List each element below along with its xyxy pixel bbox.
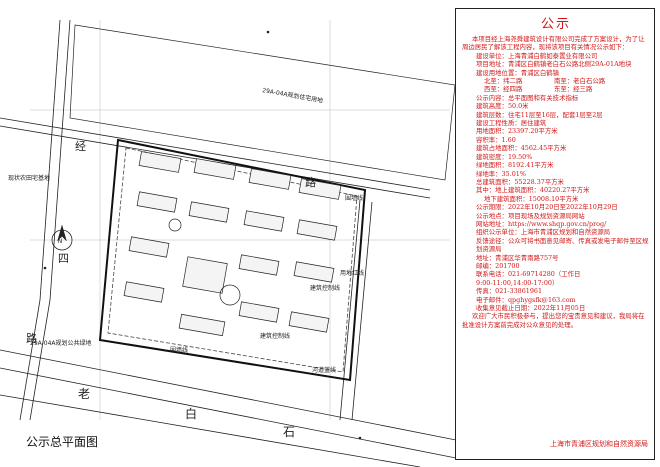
site-plan-drawing: 29A-04A规划住宅用地 现状农田宅基地 29A-04A规划公共绿地 路 经 …	[0, 19, 456, 467]
label-red-line: 用地红线	[340, 269, 364, 277]
content-line: 9:00-11:00,14:00-17:00）	[476, 278, 559, 287]
content-line: 公示地点：项目现场及规划资源局网站	[476, 211, 585, 220]
label-plot-north: 29A-04A规划住宅用地	[262, 86, 324, 105]
notice-footer: 上海市青浦区规划和自然资源局	[550, 440, 648, 448]
bound-south: 南至：老白石公路	[554, 77, 606, 86]
content-line: 反馈途径：公众可将书面意见邮寄、传真或发电子邮件至区规划资源局	[476, 236, 649, 254]
content-line: 绿地率：35.01%	[476, 169, 526, 178]
content-line: 总建筑面积：55228.37平方米	[476, 177, 565, 186]
label-plot-west: 现状农田宅基地	[8, 174, 50, 182]
notice-line: 建设单位：上海青浦白鹤如泰置业有限公司	[476, 51, 598, 60]
notice-intro: 本项目经上海尧舜建筑设计有限公司完成了方案设计，为了让周边居民了解该工程内容，现…	[462, 35, 645, 52]
label-fence-line-ne: 围墙线	[345, 194, 363, 202]
site-plan-svg: 29A-04A规划住宅用地 现状农田宅基地 29A-04A规划公共绿地 路 经 …	[0, 19, 456, 467]
content-line: 电子邮件：qpghygsfk@163.com	[476, 295, 576, 304]
bound-north: 北至：纬二路	[484, 77, 523, 86]
label-road-shi: 石	[283, 425, 295, 439]
content-line: 地下建筑面积：15008.10平方米	[484, 194, 579, 203]
content-line: 容积率：1.60	[476, 135, 516, 144]
content-line: 公示内容：总平面图和有关技术指标	[476, 93, 579, 102]
label-road-lu-north: 路	[305, 176, 316, 189]
content-line: 建筑密度：19.50%	[476, 152, 533, 161]
label-road-lao: 老	[78, 387, 90, 401]
plan-caption: 公示总平面图	[26, 435, 99, 449]
bound-east: 东至：经三路	[554, 85, 593, 94]
content-line: 建筑占地面积：4562.45平方米	[476, 144, 567, 153]
content-line: 地址：青浦区华青南路757号	[476, 253, 559, 262]
notice-closing: 欢迎广大市民积极参与，提出您的宝贵意见和建议，我局将在批准设计方案前完成对公众意…	[462, 312, 645, 329]
content-line: 建筑高度：50.0米	[476, 102, 529, 111]
label-road-jing: 经	[75, 140, 86, 153]
bound-west: 西至：经四路	[484, 85, 523, 94]
label-river-line: 河道蓝线	[312, 366, 336, 374]
content-line: 绿地面积：8192.41平方米	[476, 161, 554, 170]
notice-panel: 公示 本项目经上海尧舜建筑设计有限公司完成了方案设计，为了让周边居民了解该工程内…	[455, 8, 655, 460]
north-arrow-label: N	[58, 238, 63, 245]
content-line: 建筑层数：住宅11层至16层，配套1层至2层	[476, 110, 603, 119]
content-line: 其中：地上建筑面积：40220.27平方米	[476, 186, 590, 195]
content-line: 网站地址：https://www.shqp.gov.cn/prog/	[476, 219, 607, 228]
bounds-row-2: 西至：经四路 东至：经三路	[462, 85, 650, 93]
content-line: 组织公示单位：上海市青浦区规划和自然资源局	[476, 228, 611, 237]
content-line: 联系电话：021-69714280（工作日	[476, 270, 581, 279]
label-road-bai: 白	[185, 406, 197, 421]
label-road-si: 四	[58, 252, 69, 265]
content-line: 公示期限：2022年10月20日至2022年10月29日	[476, 203, 618, 212]
label-build-line-2: 建筑控制线	[260, 332, 290, 340]
content-line: 收集意见截止日期：2022年11月05日	[476, 304, 586, 312]
notice-line: 项目地址：青浦区白鹤镇老白石公路北侧29A-01A地块	[476, 60, 632, 69]
content-line: 邮编：201700	[476, 261, 520, 270]
label-fence-line-s: 围墙线	[170, 346, 188, 354]
notice-line: 建设用地位置：青浦区白鹤镇	[476, 68, 560, 77]
label-road-lu-west: 路	[26, 332, 37, 345]
notice-title: 公示	[540, 17, 571, 32]
bounds-row-1: 北至：纬二路 南至：老白石公路	[462, 77, 650, 85]
label-plot-southwest: 29A-04A规划公共绿地	[30, 339, 92, 347]
content-line: 用地面积：23397.20平方米	[476, 127, 558, 136]
content-line: 传真：021-33861961	[476, 287, 543, 296]
label-build-line: 建筑控制线	[310, 284, 340, 292]
content-line: 建设工程性质：居住建筑	[476, 119, 547, 128]
